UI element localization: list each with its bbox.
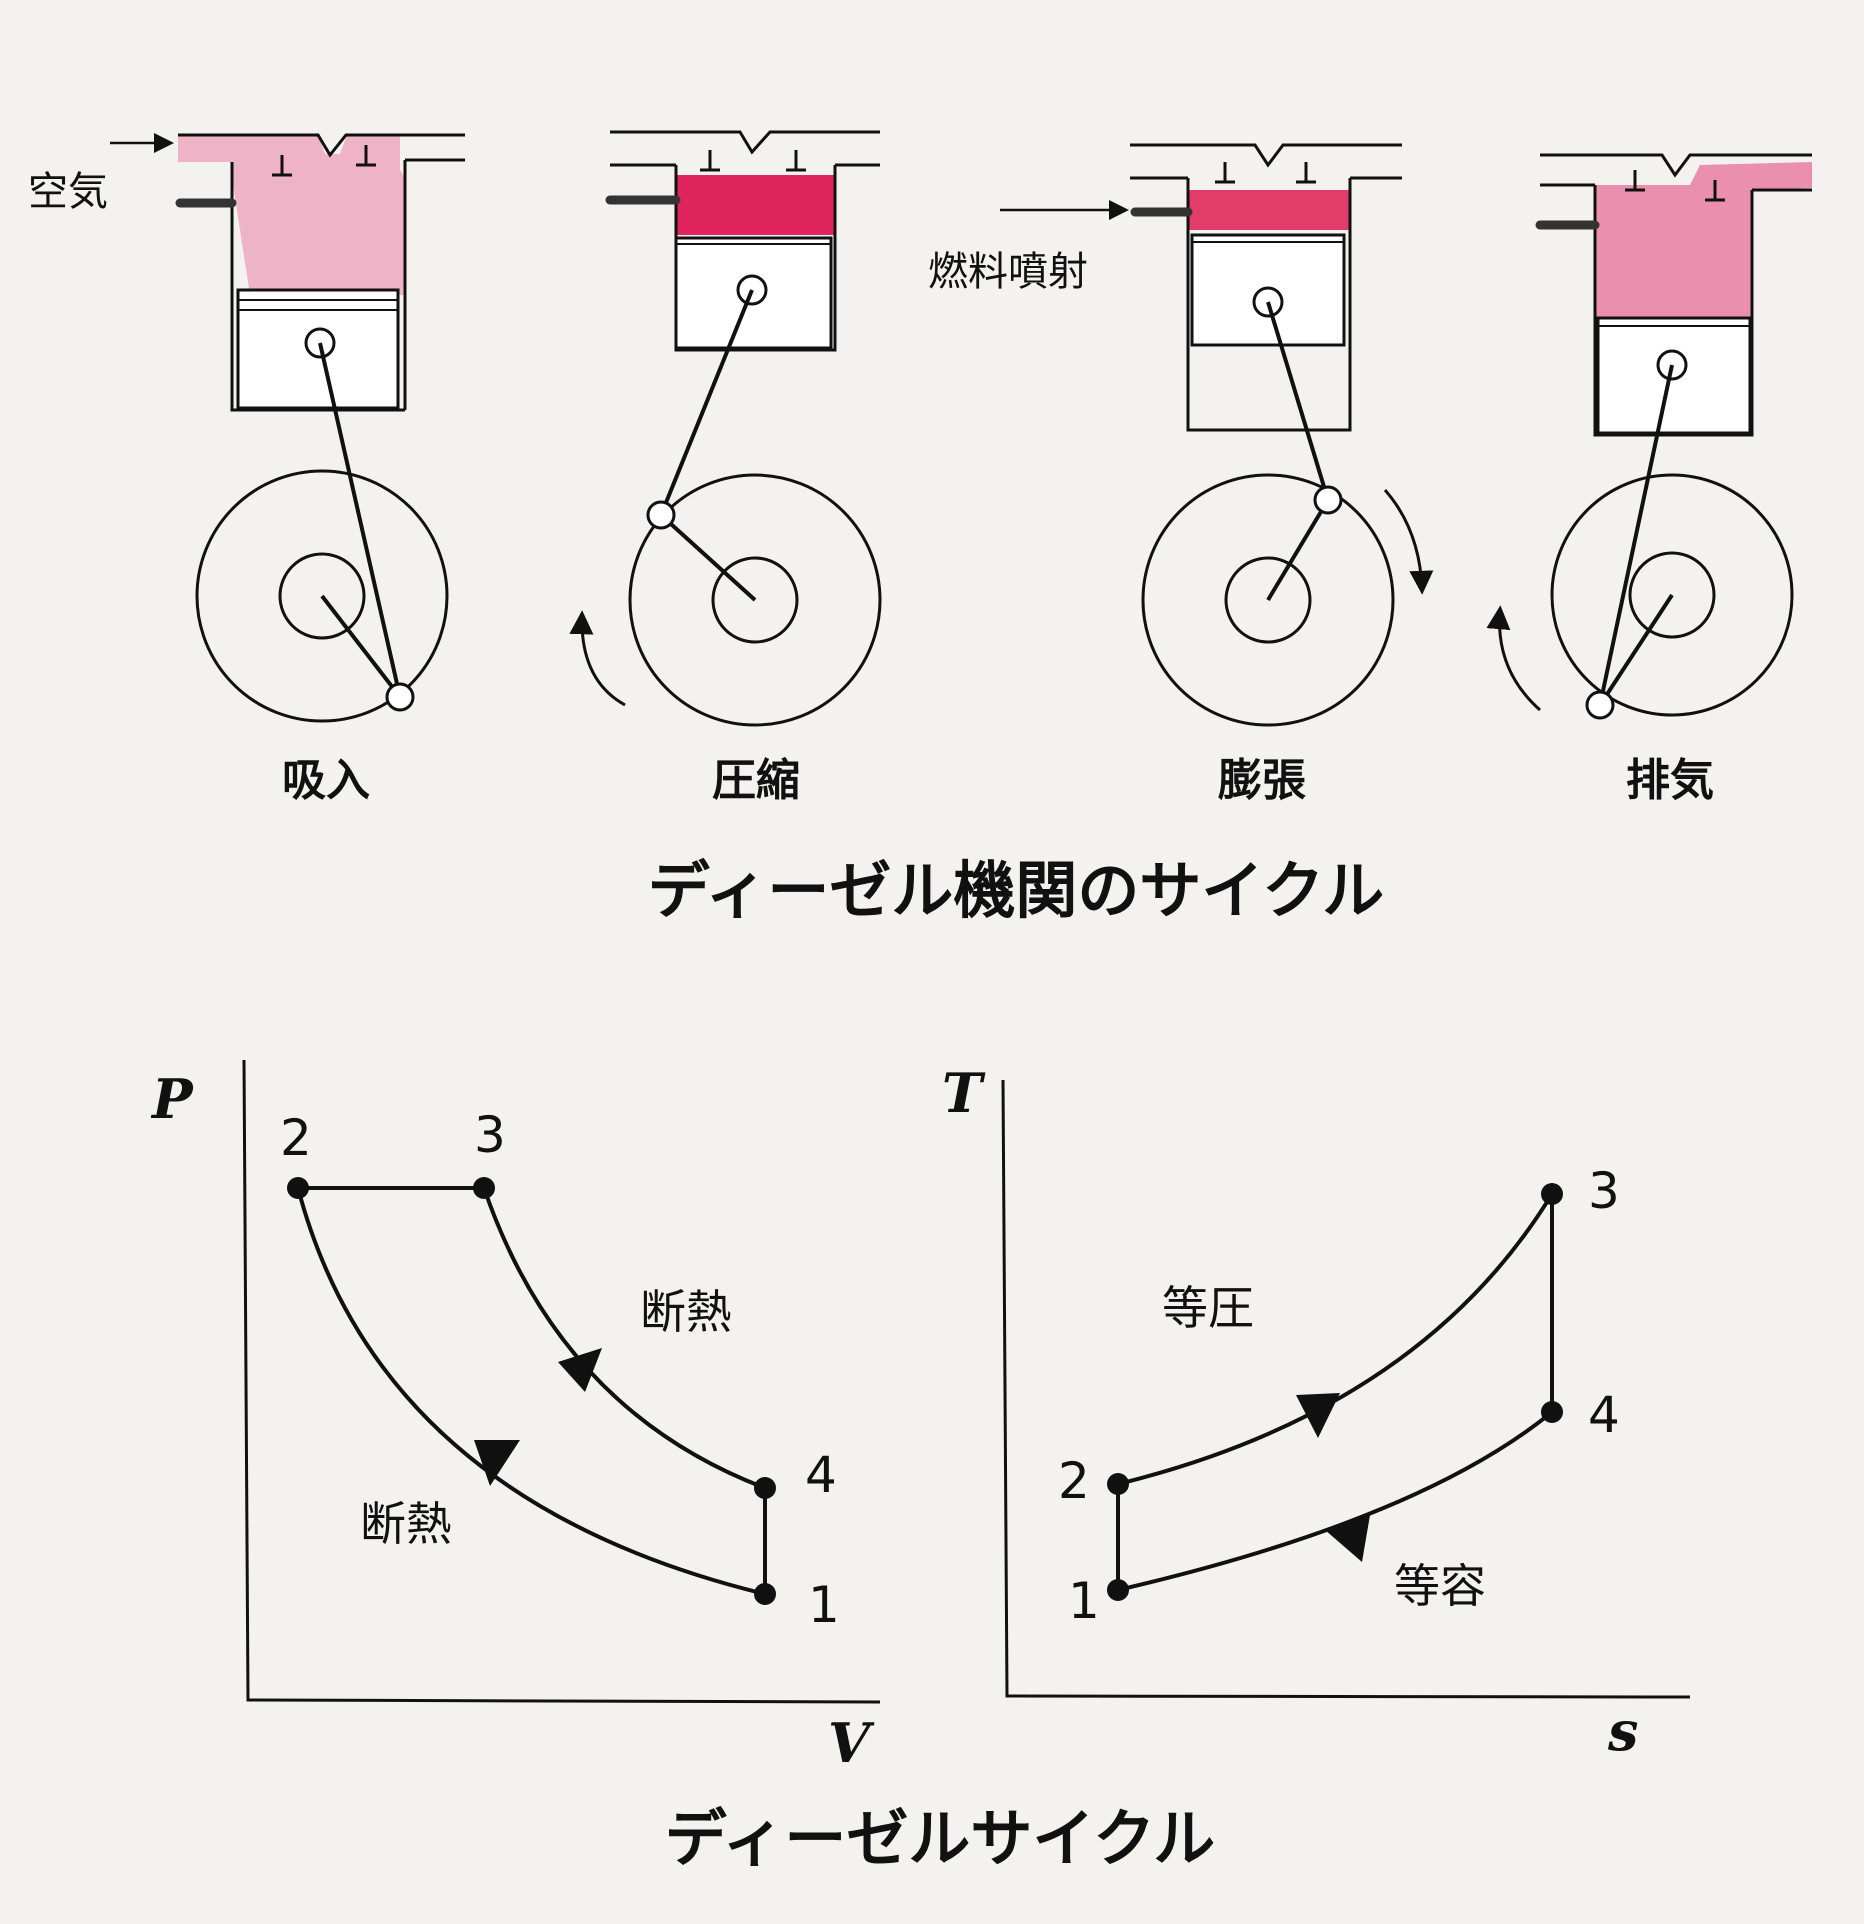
exhaust-crank-pin — [1585, 690, 1615, 720]
compression-gas — [676, 175, 835, 235]
intake-crank-pin — [385, 682, 415, 712]
compression-valve-right — [786, 150, 806, 172]
ts-isobaric-label: 等圧 — [1162, 1281, 1254, 1335]
ts-axes — [1001, 1079, 1691, 1699]
ts-point-label-2: 2 — [1058, 1452, 1090, 1510]
pv-point-1 — [754, 1583, 776, 1605]
expansion-label: 膨張 — [1218, 755, 1306, 806]
exhaust-valve-right — [1705, 180, 1725, 202]
expansion-crank-shaft — [1224, 556, 1312, 644]
ts-point-3 — [1541, 1183, 1563, 1205]
ts-point-label-3: 3 — [1588, 1162, 1620, 1220]
ts-y-axis-label: T — [942, 1061, 986, 1125]
intake-crank-disk — [195, 469, 449, 723]
fuel-injection-label: 燃料噴射 — [928, 249, 1088, 295]
pv-adiabatic-expansion-label: 断熱 — [640, 1285, 732, 1339]
engine-exhaust: 排気 — [1486, 153, 1812, 806]
intake-crank-arm — [320, 594, 402, 699]
diesel-cycle-title: ディーゼルサイクル — [665, 1802, 1216, 1875]
ts-isochoric-curve — [1117, 1410, 1554, 1592]
ts-isobaric-arrowhead — [1296, 1393, 1340, 1438]
pv-adiabatic-expansion-curve — [482, 1187, 766, 1490]
exhaust-crank-shaft — [1628, 551, 1716, 639]
intake-crank-shaft — [278, 552, 366, 640]
pv-point-3 — [473, 1177, 495, 1199]
engine-intake: 空気 吸入 — [28, 133, 465, 806]
compression-crank-arm — [659, 513, 757, 602]
pv-point-label-1: 1 — [808, 1576, 840, 1634]
compression-valve-left — [700, 150, 720, 172]
pv-point-label-3: 3 — [474, 1106, 506, 1164]
expansion-valve-right — [1296, 162, 1316, 184]
pv-adiabatic-compression-curve — [296, 1187, 766, 1596]
engine-compression: 圧縮 — [569, 130, 882, 806]
expansion-crank-arm — [1266, 498, 1330, 602]
intake-valve-left — [272, 155, 292, 177]
ts-x-axis-label: s — [1607, 1699, 1638, 1763]
compression-con-rod — [659, 289, 754, 516]
ts-diagram: T s 1 2 3 4 等圧 等容 — [942, 1061, 1691, 1763]
pv-point-label-4: 4 — [805, 1446, 837, 1504]
exhaust-head-outline — [1540, 153, 1812, 437]
exhaust-valve-left — [1625, 170, 1645, 192]
exhaust-label: 排気 — [1626, 755, 1714, 806]
compression-rotation-arrow — [569, 610, 626, 707]
expansion-con-rod — [1266, 301, 1330, 501]
expansion-valve-left — [1215, 162, 1235, 184]
intake-label: 吸入 — [282, 755, 370, 806]
pv-axes — [242, 1059, 881, 1704]
exhaust-crank-arm — [1598, 593, 1674, 707]
pv-point-label-2: 2 — [280, 1109, 312, 1167]
engine-expansion: 燃料噴射 膨張 — [928, 143, 1434, 806]
pv-diagram: P V 1 2 3 4 断熱 断熱 — [150, 1059, 881, 1775]
compression-crank-pin — [646, 500, 676, 530]
compression-head-outline — [610, 130, 880, 352]
ts-isochoric-label: 等容 — [1394, 1559, 1486, 1613]
intake-con-rod — [318, 342, 402, 698]
ts-point-1 — [1107, 1579, 1129, 1601]
compression-crank-disk — [628, 473, 882, 727]
expansion-piston — [1190, 233, 1346, 347]
ts-point-2 — [1107, 1473, 1129, 1495]
ts-isochoric-arrowhead — [1325, 1515, 1370, 1562]
pv-y-axis-label: P — [150, 1067, 194, 1131]
expansion-head-outline — [1130, 143, 1402, 432]
exhaust-con-rod — [1598, 364, 1674, 706]
intake-head-outline — [178, 133, 465, 412]
pv-expansion-arrowhead — [558, 1348, 602, 1392]
pv-compression-arrowhead — [474, 1440, 520, 1486]
compression-crank-shaft — [711, 556, 799, 644]
pv-point-2 — [287, 1177, 309, 1199]
expansion-crank-pin — [1313, 485, 1343, 515]
exhaust-crank-disk — [1550, 473, 1794, 717]
ts-point-label-1: 1 — [1068, 1572, 1100, 1630]
pv-adiabatic-compression-label: 断熱 — [360, 1497, 452, 1551]
expansion-rotation-arrow — [1383, 489, 1434, 595]
exhaust-rotation-arrow — [1486, 605, 1541, 712]
ts-point-4 — [1541, 1401, 1563, 1423]
pv-x-axis-label: V — [828, 1711, 875, 1775]
expansion-gas — [1188, 190, 1350, 230]
air-label: 空気 — [28, 169, 108, 215]
ts-isobaric-curve — [1117, 1192, 1554, 1486]
expansion-crank-disk — [1141, 473, 1395, 727]
intake-valve-right — [356, 145, 376, 167]
pv-point-4 — [754, 1477, 776, 1499]
ts-point-label-4: 4 — [1588, 1386, 1620, 1444]
compression-label: 圧縮 — [712, 755, 800, 806]
exhaust-gas — [1595, 162, 1812, 318]
engine-cycle-title: ディーゼル機関のサイクル — [648, 854, 1385, 927]
intake-gas — [178, 135, 405, 295]
